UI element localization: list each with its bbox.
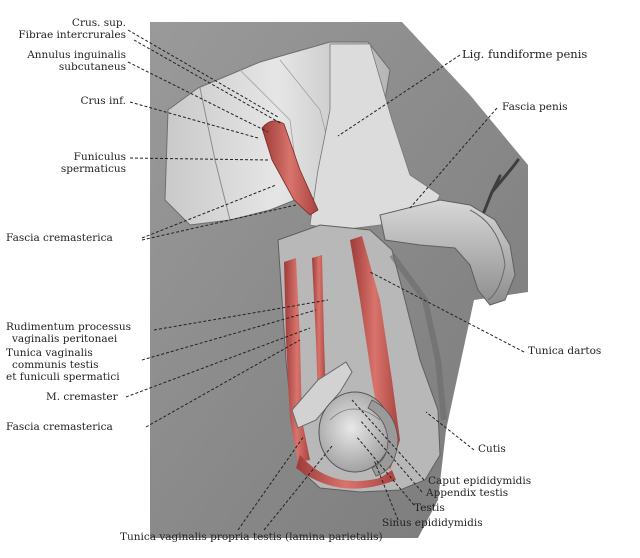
- flap-fold: [199, 87, 231, 221]
- label-sinus-epididymidis: Sinus epididymidis: [382, 517, 483, 529]
- leader-lines: [125, 29, 525, 531]
- label-annulus-subcutaneus: subcutaneus: [58, 61, 126, 73]
- dartos-dark-band: [389, 253, 447, 421]
- label-lig-fundiforme-penis: Lig. fundiforme penis: [462, 47, 588, 61]
- label-communis-testis: communis testis: [12, 359, 99, 371]
- cremaster-inner: [312, 255, 326, 402]
- cremaster-left: [284, 258, 310, 462]
- label-fascia-cremasterica-bottom: Fascia cremasterica: [6, 421, 113, 433]
- label-fascia-penis: Fascia penis: [502, 101, 568, 113]
- label-testis: Testis: [414, 502, 445, 514]
- label-annulus-inguinalis: Annulus inguinalis: [27, 49, 126, 61]
- label-crus-sup: Crus. sup.: [71, 17, 126, 29]
- label-caput-epididymidis: Caput epididymidis: [428, 475, 532, 487]
- label-tunica-dartos: Tunica dartos: [528, 345, 602, 357]
- retractor-hook: [482, 158, 520, 214]
- lamina-parietalis-flap: [291, 361, 353, 429]
- label-cutis: Cutis: [478, 443, 506, 455]
- label-fascia-cremasterica-top: Fascia cremasterica: [6, 232, 113, 244]
- label-m-cremaster: M. cremaster: [46, 391, 118, 403]
- label-crus-inf: Crus inf.: [80, 95, 126, 107]
- label-spermaticus: spermaticus: [60, 163, 126, 175]
- label-vaginalis-peritonaei: vaginalis peritonaei: [12, 333, 118, 345]
- glans-outline: [469, 209, 506, 301]
- label-tunica-vaginalis: Tunica vaginalis: [6, 347, 93, 359]
- label-appendix-testis: Appendix testis: [426, 487, 509, 499]
- penis: [379, 199, 516, 306]
- label-funiculus: Funiculus: [73, 151, 126, 163]
- label-funiculi-spermatici: et funiculi spermatici: [6, 371, 120, 383]
- label-tunica-vaginalis-propria: Tunica vaginalis propria testis (lamina …: [120, 531, 383, 543]
- label-rudimentum-processus: Rudimentum processus: [6, 321, 132, 333]
- label-fibrae-intercrurales: Fibrae intercrurales: [18, 29, 126, 41]
- funiculus-cord: [261, 120, 319, 216]
- epididymis: [367, 399, 399, 477]
- cremaster-bottom: [296, 455, 396, 489]
- testis-highlight: [329, 408, 381, 421]
